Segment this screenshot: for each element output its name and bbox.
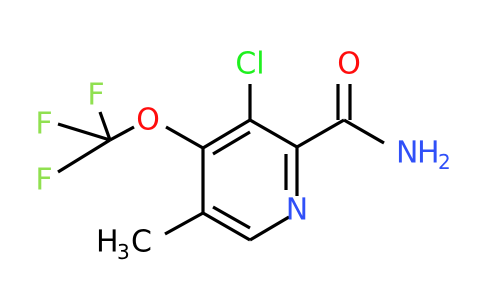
bond-c5-methyl <box>164 211 204 236</box>
atom-fluorine-bottom: F <box>35 163 52 198</box>
bond-c6-c5 <box>202 211 251 242</box>
atom-hydrogen-amide: H <box>417 136 440 171</box>
bond-c4-c3-inner <box>212 130 251 156</box>
bond-cf3-f-left <box>57 122 111 142</box>
amide-hydrogen-count: 2 <box>438 150 451 174</box>
bond-c3-c2 <box>249 118 298 149</box>
methyl-hydrogen-count: 3 <box>117 240 130 264</box>
bond-cf3-f-bottom <box>57 138 111 174</box>
bond-camide-n <box>343 118 385 145</box>
bond-cf3-f-top <box>98 111 112 141</box>
bond-c4-o <box>165 125 204 150</box>
bond-c6-c5-inner <box>212 205 251 230</box>
atom-fluorine-top: F <box>87 78 104 113</box>
atom-hydrogen-methyl: H <box>96 225 119 260</box>
atom-labels: Cl O N H 2 N O F F F H 3 C <box>35 47 450 265</box>
atom-oxygen-carbonyl: O <box>337 47 361 82</box>
bond-c2-camide <box>296 118 345 149</box>
bond-n1-c6 <box>249 215 290 242</box>
pyridine-ring <box>201 118 299 242</box>
atom-fluorine-left: F <box>35 107 52 142</box>
atom-oxygen-ether: O <box>136 103 160 138</box>
bond-o-cf3 <box>109 125 135 142</box>
atom-carbon-methyl: C <box>131 225 152 260</box>
atom-nitrogen-ring: N <box>286 193 308 228</box>
substituent-bonds <box>57 84 385 236</box>
atom-nitrogen-amide: N <box>396 136 418 171</box>
bond-c4-c3 <box>202 118 251 150</box>
atom-chlorine: Cl <box>235 47 264 82</box>
